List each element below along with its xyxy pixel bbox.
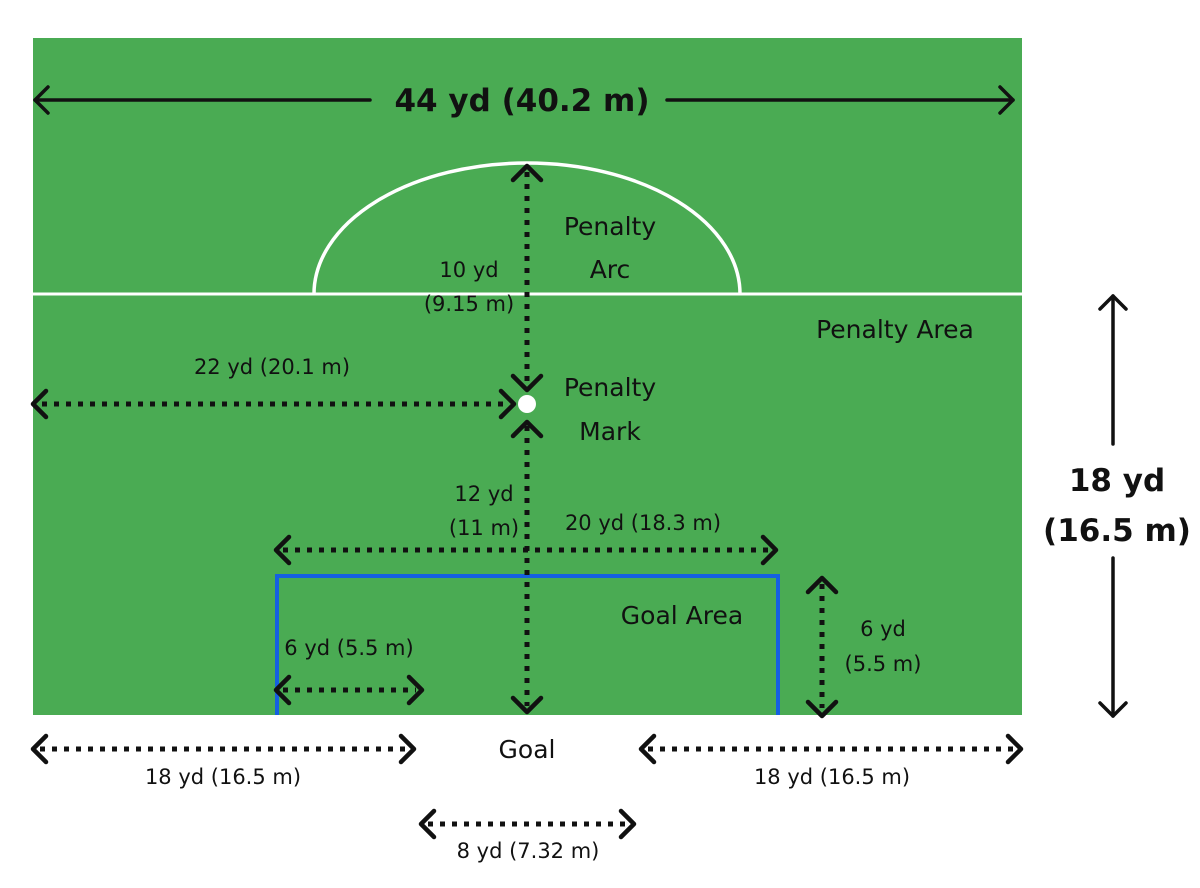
- bottom-right-18-arrow: [638, 733, 1024, 765]
- dist-6-h-label: 6 yd (5.5 m): [284, 636, 413, 660]
- dist-6-v-label-1: 6 yd: [860, 617, 906, 641]
- penalty-arc-label-2: Arc: [590, 255, 631, 284]
- dist-12-arrow: [510, 419, 544, 715]
- penalty-mark-label-2: Mark: [579, 417, 641, 446]
- depth-18-label-2: (16.5 m): [1043, 513, 1191, 549]
- penalty-mark-dot: [518, 395, 536, 413]
- penalty-arc: [312, 161, 742, 295]
- bottom-left-18-arrow: [30, 733, 417, 765]
- penalty-area-label: Penalty Area: [816, 315, 974, 344]
- goal-width-label: 8 yd (7.32 m): [457, 839, 600, 863]
- dist-20-arrow: [273, 534, 779, 566]
- bottom-left-18-label: 18 yd (16.5 m): [145, 765, 301, 789]
- arc-10yd-label-2: (9.15 m): [424, 292, 514, 316]
- goal-width-arrow: [418, 808, 637, 840]
- dist-6-h-arrow: [273, 674, 425, 706]
- width-44-label: 44 yd (40.2 m): [394, 83, 649, 119]
- dist-12-label-1: 12 yd: [454, 482, 513, 506]
- arc-10yd-arrow: [510, 163, 544, 393]
- depth-18-label-1: 18 yd: [1069, 463, 1165, 499]
- depth-18-arrow: [1098, 294, 1128, 718]
- goal-area-box: [275, 574, 780, 715]
- dist-20-label: 20 yd (18.3 m): [565, 511, 721, 535]
- dist-6-v-label-2: (5.5 m): [845, 652, 922, 676]
- dist-6-v-arrow: [805, 575, 839, 719]
- penalty-arc-label-1: Penalty: [564, 212, 656, 241]
- goal-area-label: Goal Area: [621, 601, 743, 630]
- dist-22-label: 22 yd (20.1 m): [194, 355, 350, 379]
- goal-label: Goal: [499, 735, 556, 764]
- bottom-right-18-label: 18 yd (16.5 m): [754, 765, 910, 789]
- penalty-mark-label-1: Penalty: [564, 373, 656, 402]
- dist-22-arrow: [30, 388, 517, 420]
- arc-10yd-label-1: 10 yd: [439, 258, 498, 282]
- width-44-arrow: [33, 85, 1015, 115]
- dist-12-label-2: (11 m): [449, 516, 519, 540]
